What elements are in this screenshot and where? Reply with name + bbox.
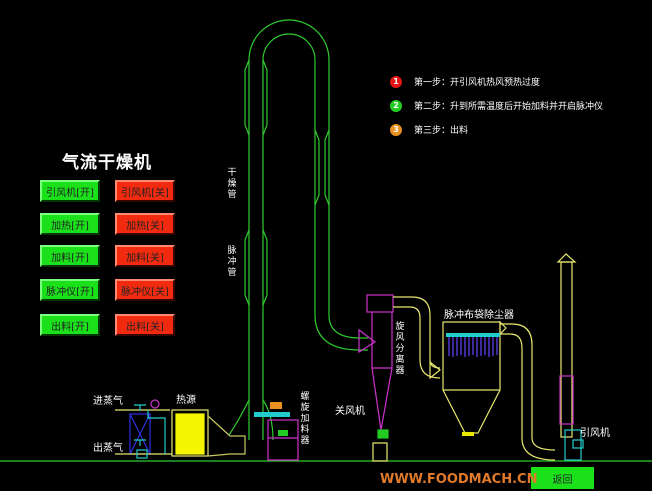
step-text: 第三步：出料 [414,126,469,136]
screw-feeder [254,402,299,461]
discharge-off-button[interactable]: 出料[关] [115,314,175,336]
step-text: 第一步：开引风机热风预热过度 [414,78,541,88]
step-3: 3 第三步：出料 [390,123,468,136]
feed-off-button[interactable]: 加料[关] [115,245,175,267]
step-badge: 2 [390,99,402,112]
step-badge: 3 [390,123,402,136]
pulse-off-button[interactable]: 脉冲仪[关] [115,279,175,301]
fan-off-button[interactable]: 引风机[关] [115,180,175,202]
steam-out-label: 出蒸气 [93,443,123,454]
pulse-pipe-label: 脉冲管 [227,246,237,278]
bag-filter-label: 脉冲布袋除尘器 [444,310,514,321]
feed-on-button[interactable]: 加料[开] [40,245,100,267]
induced-fan [564,429,582,461]
steam-in-label: 进蒸气 [93,396,123,407]
screw-feeder-label: 螺旋加料器 [300,392,310,446]
chimney-section [559,375,574,425]
pulse-header [446,333,500,337]
fan-label: 引风机 [580,428,610,439]
heat-off-button[interactable]: 加热[关] [115,213,175,235]
page-title: 气流干燥机 [62,153,152,173]
discharge-valve [462,432,474,436]
heat-on-button[interactable]: 加热[开] [40,213,100,235]
cyclone-separator [358,294,394,439]
airlock-label: 关风机 [335,406,365,417]
step-badge: 1 [390,75,402,88]
heat-source-label: 热源 [176,395,196,406]
pulse-on-button[interactable]: 脉冲仪[开] [40,279,100,301]
step-2: 2 第二步：升到所需温度后开始加料并开启脉冲仪 [390,99,603,112]
back-button[interactable]: 返回 [531,467,594,489]
heater [115,399,246,459]
discharge-on-button[interactable]: 出料[开] [40,314,100,336]
step-1: 1 第一步：开引风机热风预热过度 [390,75,540,88]
watermark: WWW.FOODMACH.CN [380,472,538,487]
cyclone-label: 旋风分离器 [395,322,405,376]
drying-pipe [228,19,368,441]
step-text: 第二步：升到所需温度后开始加料并开启脉冲仪 [414,102,604,112]
fan-on-button[interactable]: 引风机[开] [40,180,100,202]
filter-bags [448,337,498,357]
dry-pipe-label: 干燥管 [227,168,237,200]
